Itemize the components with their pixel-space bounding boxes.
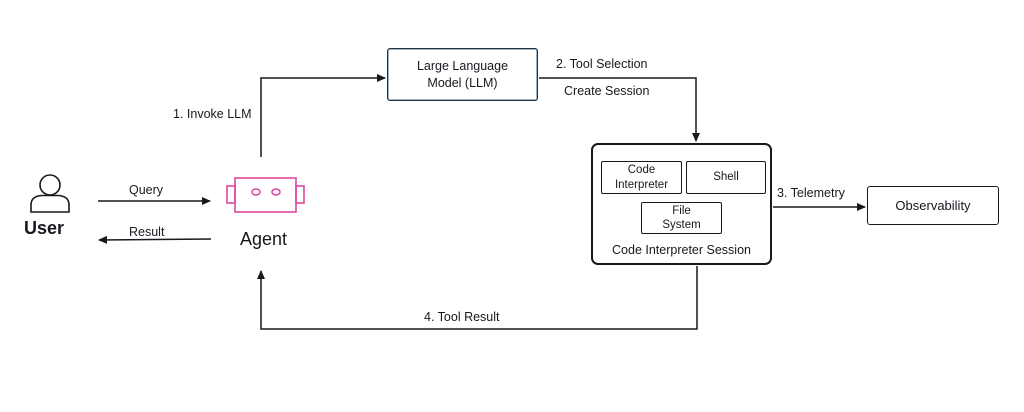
agent-label: Agent	[240, 229, 288, 249]
code-interpreter-node: Code Interpreter	[601, 161, 682, 194]
code-interpreter-label-line1: Code	[627, 164, 656, 177]
llm-label-line1: Large Language	[416, 58, 509, 73]
file-system-label-line2: System	[662, 219, 701, 231]
code-interpreter-session-node: Code Interpreter Shell File System Code …	[591, 143, 772, 265]
result-label: Result	[129, 225, 165, 239]
tool-selection-label: 2. Tool Selection	[556, 57, 648, 71]
create-session-label: Create Session	[564, 84, 650, 98]
observability-label: Observability	[895, 197, 971, 213]
user-label: User	[24, 218, 65, 238]
tool-result-label: 4. Tool Result	[424, 310, 500, 324]
query-label: Query	[129, 183, 164, 197]
invoke-llm-arrow	[260, 74, 386, 157]
shell-label: Shell	[713, 171, 739, 184]
llm-node: Large Language Model (LLM)	[387, 48, 538, 101]
robot-icon	[226, 177, 305, 213]
file-system-label-line1: File	[672, 204, 691, 217]
code-interpreter-label-line2: Interpreter	[614, 178, 669, 191]
llm-label-line2: Model (LLM)	[427, 75, 498, 90]
file-system-node: File System	[641, 202, 722, 234]
user-icon	[30, 174, 70, 213]
result-arrow	[98, 235, 212, 244]
observability-node: Observability	[867, 186, 999, 225]
tool-result-arrow	[257, 266, 698, 330]
shell-node: Shell	[686, 161, 766, 194]
telemetry-label: 3. Telemetry	[777, 186, 845, 200]
session-title: Code Interpreter Session	[612, 243, 751, 257]
tool-selection-arrow	[539, 77, 700, 142]
invoke-llm-label: 1. Invoke LLM	[173, 107, 252, 121]
